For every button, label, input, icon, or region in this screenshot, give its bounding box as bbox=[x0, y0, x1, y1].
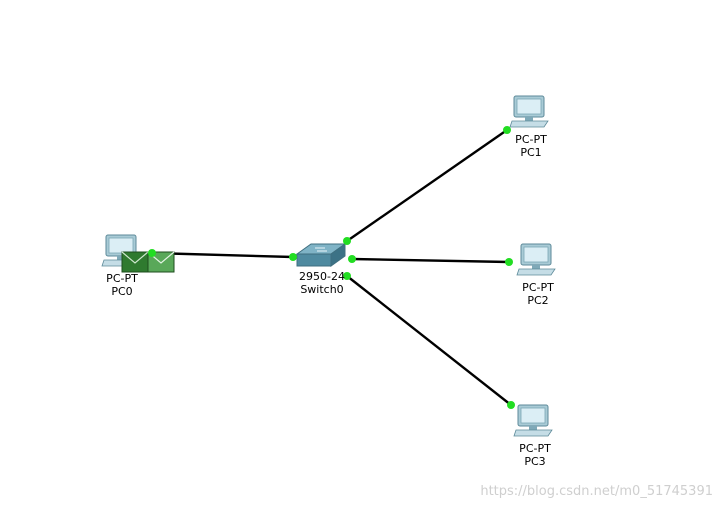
pc-icon bbox=[509, 95, 549, 128]
link-switch0-pc1[interactable] bbox=[346, 129, 508, 242]
device-name: PC1 bbox=[520, 146, 542, 159]
device-label-pc3: PC-PT PC3 bbox=[519, 442, 551, 468]
device-label-switch0: 2950-24 Switch0 bbox=[299, 270, 345, 296]
device-pc2[interactable] bbox=[516, 243, 556, 276]
device-pc3[interactable] bbox=[513, 404, 553, 437]
device-name: PC0 bbox=[111, 285, 133, 298]
device-pc1[interactable] bbox=[509, 95, 549, 128]
device-pc0[interactable] bbox=[101, 234, 141, 267]
device-name: Switch0 bbox=[300, 283, 344, 296]
device-model: PC-PT bbox=[522, 281, 554, 294]
device-label-pc0: PC-PT PC0 bbox=[106, 272, 138, 298]
watermark: https://blog.csdn.net/m0_51745391 bbox=[480, 484, 713, 499]
device-model: PC-PT bbox=[106, 272, 138, 285]
pc-icon bbox=[516, 243, 556, 276]
port-dot bbox=[289, 253, 297, 261]
pc-icon bbox=[513, 404, 553, 437]
link-switch0-pc2[interactable] bbox=[351, 257, 510, 264]
device-name: PC3 bbox=[524, 455, 546, 468]
device-model: 2950-24 bbox=[299, 270, 345, 283]
link-switch0-pc3[interactable] bbox=[346, 275, 512, 406]
device-model: PC-PT bbox=[519, 442, 551, 455]
port-dot bbox=[348, 255, 356, 263]
envelope-icon[interactable] bbox=[121, 251, 175, 273]
port-dot bbox=[343, 237, 351, 245]
port-dot bbox=[505, 258, 513, 266]
device-model: PC-PT bbox=[515, 133, 547, 146]
device-label-pc1: PC-PT PC1 bbox=[515, 133, 547, 159]
device-label-pc2: PC-PT PC2 bbox=[522, 281, 554, 307]
link-pc0-switch0[interactable] bbox=[151, 251, 294, 259]
port-dot bbox=[148, 249, 156, 257]
pc-icon bbox=[101, 234, 141, 267]
links bbox=[151, 129, 512, 406]
device-switch0[interactable] bbox=[295, 243, 347, 267]
switch-icon bbox=[295, 243, 347, 267]
port-dot bbox=[343, 272, 351, 280]
port-dot bbox=[507, 401, 515, 409]
device-name: PC2 bbox=[527, 294, 549, 307]
port-dot bbox=[503, 126, 511, 134]
port-indicators bbox=[148, 126, 515, 409]
